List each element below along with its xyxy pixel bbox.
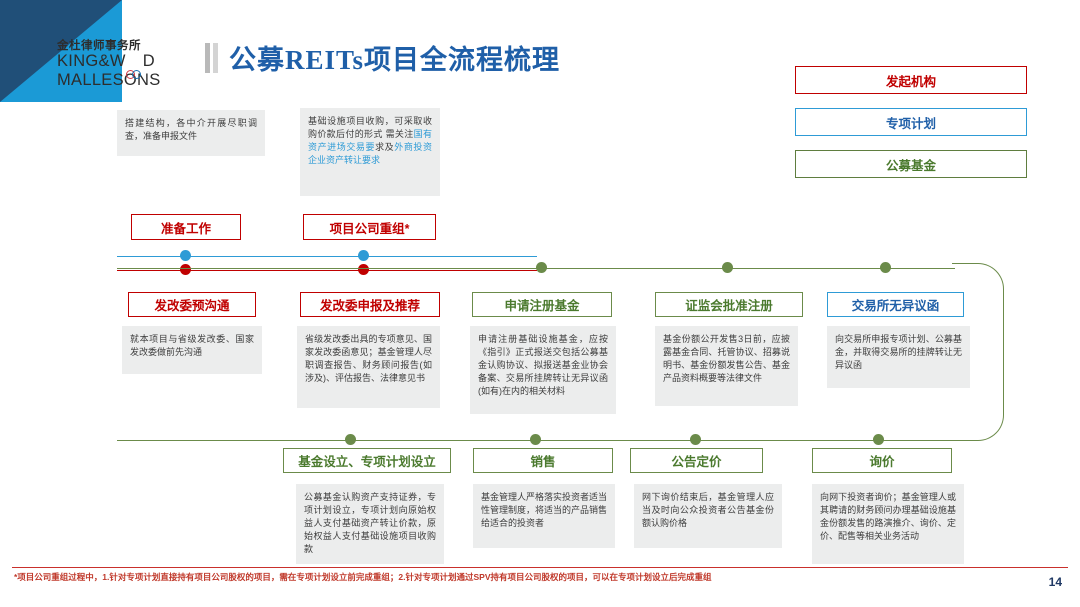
timeline-dot-red-2 [358, 264, 369, 275]
corner-decoration [0, 0, 122, 102]
note-restructuring-line2-mid: 求及 [375, 142, 395, 153]
stage-fund-registration-application[interactable]: 申请注册基金 [472, 292, 612, 317]
note-restructuring-line2-pre: 需关注 [385, 129, 414, 140]
logo-en-prefix: KING&W [57, 52, 126, 71]
note-ndrc-filing-recommendation: 省级发改委出具的专项意见、国家发改委函意见；基金管理人尽职调查报告、财务顾问报告… [297, 326, 440, 408]
timeline-dot-green-1 [536, 262, 547, 273]
timeline-dot-green-4 [873, 434, 884, 445]
corner-navy-triangle [0, 0, 122, 102]
note-csrc-registration-approval: 基金份额公开发售3日前，应披露基金合同、托管协议、招募说明书、基金份额发售公告、… [655, 326, 798, 406]
note-sales: 基金管理人严格落实投资者适当性管理制度，将适当的产品销售给适合的投资者 [473, 484, 615, 548]
stage-inquiry-pricing[interactable]: 询价 [812, 448, 952, 473]
stage-preparation[interactable]: 准备工作 [131, 214, 241, 240]
legend-item-originator[interactable]: 发起机构 [795, 66, 1027, 94]
timeline-dot-blue-1 [180, 250, 191, 261]
note-restructuring-highlight-1: 国有资产进场交易要 [308, 129, 432, 153]
note-price-announcement: 网下询价结束后，基金管理人应当及时向公众投资者公告基金份额认购价格 [634, 484, 782, 548]
note-exchange-no-objection-letter: 向交易所申报专项计划、公募基金，并取得交易所的挂牌转让无异议函 [827, 326, 970, 388]
page-number: 14 [1048, 575, 1062, 589]
footnote-text: *项目公司重组过程中，1.针对专项计划直接持有项目公司股权的项目，需在专项计划设… [14, 572, 712, 582]
stage-exchange-no-objection-letter[interactable]: 交易所无异议函 [827, 292, 964, 317]
stage-sales[interactable]: 销售 [473, 448, 613, 473]
page-title: 公募REITs项目全流程梳理 [205, 38, 560, 77]
note-project-company-restructuring: 基础设施项目收购，可采取收购价款后付的形式 需关注国有资产进场交易要求及外商投资… [300, 108, 440, 196]
timeline-axis-blue [117, 256, 537, 257]
note-fund-and-plan-establishment: 公募基金认购资产支持证券，专项计划设立，专项计划向原始权益人支付基础资产转让价款… [296, 484, 444, 564]
timeline-axis-red [117, 270, 537, 271]
timeline-dot-green-2 [722, 262, 733, 273]
footer-divider [12, 567, 1068, 568]
note-ndrc-pre-communication: 就本项目与省级发改委、国家发改委做前先沟通 [122, 326, 262, 374]
timeline-dot-green-7 [345, 434, 356, 445]
timeline-green-uturn [952, 263, 1004, 441]
stage-price-announcement[interactable]: 公告定价 [630, 448, 763, 473]
stage-project-company-restructuring[interactable]: 项目公司重组* [303, 214, 436, 240]
timeline-dot-green-3 [880, 262, 891, 273]
note-preparation: 搭建结构，各中介开展尽职调查，准备申报文件 [117, 110, 265, 156]
note-restructuring-line1: 基础设施项目收购，可采取收购价款后付的形式 [308, 116, 432, 140]
timeline-dot-green-6 [530, 434, 541, 445]
stage-fund-and-plan-establishment[interactable]: 基金设立、专项计划设立 [283, 448, 451, 473]
logo-english-line1: KING&W D [57, 52, 187, 80]
title-bars-icon [205, 42, 218, 73]
timeline-dot-red-1 [180, 264, 191, 275]
note-fund-registration-application: 申请注册基础设施基金，应按《指引》正式报送交包括公募基金认购协议、拟报送基金业协… [470, 326, 616, 414]
page-title-text: 公募REITs项目全流程梳理 [229, 45, 561, 75]
legend-item-special-plan[interactable]: 专项计划 [795, 108, 1027, 136]
timeline-dot-green-5 [690, 434, 701, 445]
stage-ndrc-pre-communication[interactable]: 发改委预沟通 [128, 292, 256, 317]
note-inquiry-pricing: 向网下投资者询价；基金管理人或其聘请的财务顾问办理基础设施基金份额发售的路演推介… [812, 484, 964, 564]
timeline-dot-blue-2 [358, 250, 369, 261]
logo-english-line2: MALLESONS [57, 71, 161, 90]
stage-ndrc-filing-recommendation[interactable]: 发改委申报及推荐 [300, 292, 440, 317]
legend: 发起机构 专项计划 公募基金 [795, 66, 1027, 192]
note-restructuring-highlight-2: 外商投资企业资产转让要求 [308, 142, 432, 166]
stage-csrc-registration-approval[interactable]: 证监会批准注册 [655, 292, 803, 317]
logo-en-suffix: D [142, 52, 155, 71]
legend-item-public-fund[interactable]: 公募基金 [795, 150, 1027, 178]
firm-logo: 金杜律师事务所 KING&W D MALLESONS [57, 40, 187, 90]
logo-chinese-name: 金杜律师事务所 [57, 40, 141, 52]
